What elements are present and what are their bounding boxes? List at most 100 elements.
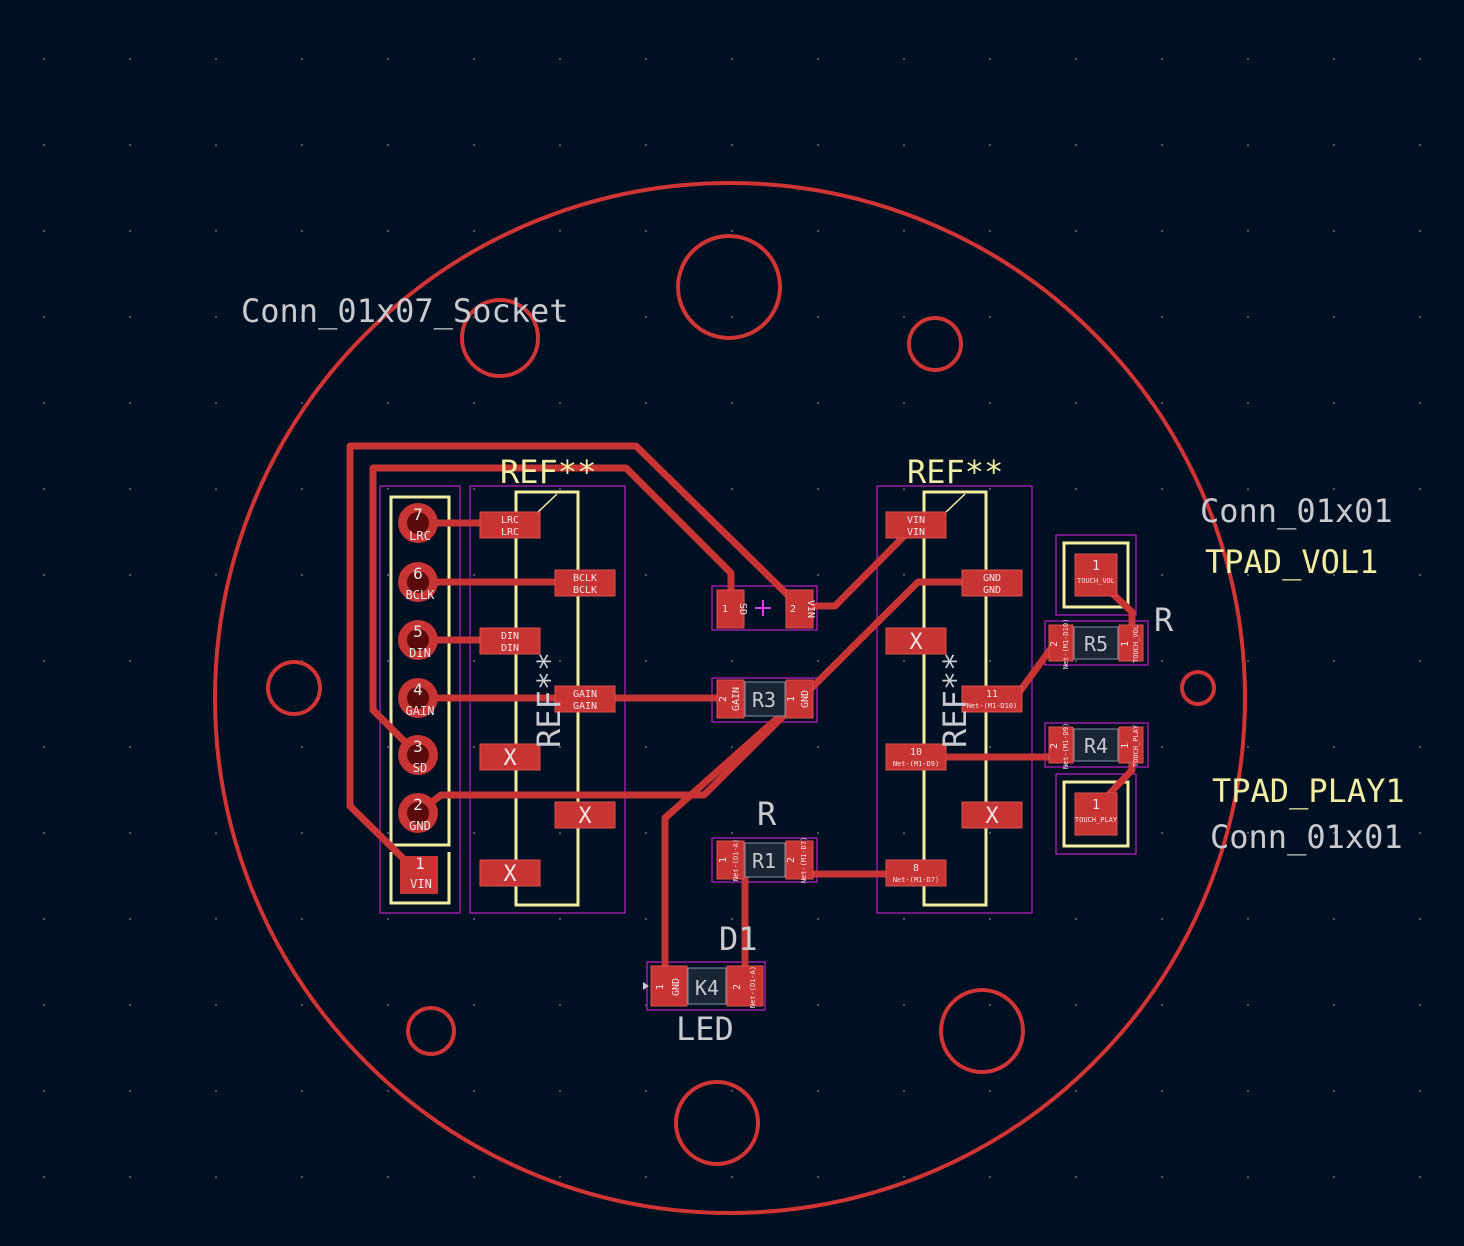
conn-socket-value-label: Conn_01x07_Socket <box>241 292 569 330</box>
pad-label: LRC <box>501 515 519 526</box>
pad-number: 1 <box>786 696 797 702</box>
pin-number: 2 <box>413 795 423 814</box>
ref-left-label: REF** <box>500 453 596 491</box>
pad-10[interactable]: 10 Net-(M1-D9) <box>885 743 947 771</box>
pad-label: GND <box>983 573 1001 584</box>
pad-lrc[interactable]: LRC LRC <box>479 511 541 539</box>
tpad-vol-ref-label: TPAD_VOL1 <box>1205 543 1378 581</box>
board-outline[interactable] <box>213 181 1247 1215</box>
pad-label: BCLK <box>573 585 597 596</box>
pad-gnd[interactable]: GND GND <box>961 569 1023 597</box>
pad-nc[interactable]: X <box>961 801 1023 829</box>
right-module[interactable]: VIN VIN GND GND X 11 Net-(M1-D10) 10 Net… <box>885 511 1023 887</box>
pin-name: LRC <box>409 529 431 543</box>
socket-pin[interactable]: 3 SD <box>398 735 438 775</box>
pad-net: SD <box>737 603 748 615</box>
pin-name: VIN <box>410 877 432 891</box>
pad-label: Net-(M1-D10) <box>967 702 1018 710</box>
pad-label: BCLK <box>573 573 597 584</box>
pad-number: 1 <box>655 984 666 990</box>
pin-number: 5 <box>413 622 423 641</box>
pad-11[interactable]: 11 Net-(M1-D10) <box>961 685 1023 713</box>
pad-number: 1 <box>1120 641 1131 647</box>
mounting-hole[interactable] <box>676 234 782 340</box>
pad-gain[interactable]: GAIN GAIN <box>554 685 616 713</box>
resistor-r1[interactable]: 1 Net-(D1-A) 2 Net-(M1-D7) R1 <box>716 837 814 883</box>
pad-number: 1 <box>722 604 728 615</box>
pad-label: LRC <box>501 527 519 538</box>
pin-name: BCLK <box>406 588 436 602</box>
edge-cuts <box>213 181 1247 1215</box>
pad-net: Net-(D1-A) <box>732 839 740 881</box>
pad-nc[interactable]: X <box>885 627 947 655</box>
socket-pin[interactable]: 6 BCLK <box>398 562 438 602</box>
pad-net: Net-(D1-A) <box>749 966 757 1008</box>
pin-number: 6 <box>413 564 423 583</box>
pad-din[interactable]: DIN DIN <box>479 627 541 655</box>
pad-net: Net-(M1-D10) <box>1062 619 1070 670</box>
pad-label: VIN <box>907 515 925 526</box>
pin-number: 1 <box>415 854 425 873</box>
ref-designator: R1 <box>752 849 776 873</box>
socket-pin[interactable]: 2 GND <box>398 793 438 833</box>
ref-designator: K4 <box>695 976 719 1000</box>
pad-number: 2 <box>732 984 743 990</box>
pad-vin[interactable]: VIN VIN <box>885 511 947 539</box>
pad-label: X <box>578 804 592 829</box>
ref-left-vertical-label: REF** <box>530 652 568 748</box>
pad-label: 11 <box>986 689 998 700</box>
socket-pin[interactable]: 5 DIN <box>398 620 438 660</box>
conn-play-value-label: Conn_01x01 <box>1210 818 1403 856</box>
pad-bclk[interactable]: BCLK BCLK <box>554 569 616 597</box>
pad-nc[interactable]: X <box>479 859 541 887</box>
pad-number: 1 <box>718 857 729 863</box>
mounting-hole[interactable] <box>266 660 322 716</box>
socket-pin-square[interactable]: 1 VIN <box>400 854 438 894</box>
d1-ref-label: D1 <box>719 920 758 958</box>
mounting-hole[interactable] <box>406 1006 456 1056</box>
pad-net: GAIN <box>731 687 742 711</box>
mounting-hole[interactable] <box>939 988 1025 1074</box>
ref-right-vertical-label: REF** <box>936 652 974 748</box>
pad-number: 1 <box>1120 743 1131 749</box>
resistor-r3[interactable]: 2 GAIN 1 GND R3 <box>716 679 814 719</box>
pad-number: 2 <box>1049 641 1060 647</box>
resistor-r4[interactable]: 2 Net-(M1-D9) 1 TOUCH_PLAY R4 <box>1048 723 1144 769</box>
socket-pin[interactable]: 7 LRC <box>398 503 438 543</box>
pad-net: GND <box>671 978 682 996</box>
resistor-r5[interactable]: 2 Net-(M1-D10) 1 TOUCH_VOL R5 <box>1048 619 1144 670</box>
led-value-label: LED <box>676 1010 734 1048</box>
pad-8[interactable]: 8 Net-(M1-D7) <box>885 859 947 887</box>
ref-designator: R5 <box>1084 632 1108 656</box>
pad-label: GND <box>983 585 1001 596</box>
pad-nc[interactable]: X <box>554 801 616 829</box>
pin-name: GAIN <box>406 704 435 718</box>
socket-pin[interactable]: 4 GAIN <box>398 678 438 718</box>
mounting-hole[interactable] <box>674 1080 760 1166</box>
pad-number: 2 <box>786 857 797 863</box>
mounting-hole[interactable] <box>460 298 540 378</box>
pad-net: TOUCH_PLAY <box>1132 724 1140 767</box>
led-d1[interactable]: 1 GND 2 Net-(D1-A) K4 <box>643 965 764 1008</box>
socket-connector[interactable]: 7 LRC 6 BCLK 5 DIN 4 GAIN 3 SD 2 GND <box>398 503 438 894</box>
pad-net: Net-(M1-D9) <box>1062 723 1070 769</box>
pad-net: Net-(M1-D7) <box>800 837 808 883</box>
pad-nc[interactable]: X <box>479 743 541 771</box>
touch-pad-vol[interactable]: 1 TOUCH_VOL <box>1074 553 1118 597</box>
smd-top-part[interactable]: 1 SD 2 VIN <box>716 589 816 629</box>
pad-net: TOUCH_VOL <box>1077 577 1115 585</box>
tpad-play-ref-label: TPAD_PLAY1 <box>1212 772 1405 810</box>
left-module[interactable]: LRC LRC BCLK BCLK DIN DIN GAIN GAIN X X <box>479 511 616 887</box>
resistor-value-label: R <box>757 795 777 833</box>
pin-name: GND <box>409 819 431 833</box>
pad-label: 8 <box>913 863 919 874</box>
mounting-hole[interactable] <box>907 316 963 372</box>
pin-number: 7 <box>413 505 423 524</box>
pad-net: VIN <box>805 600 816 618</box>
touch-pad-play[interactable]: 1 TOUCH_PLAY <box>1074 792 1118 836</box>
mounting-hole[interactable] <box>1180 670 1216 706</box>
pad-number: 2 <box>718 696 729 702</box>
pad-label: X <box>985 804 999 829</box>
pad-label: VIN <box>907 527 925 538</box>
